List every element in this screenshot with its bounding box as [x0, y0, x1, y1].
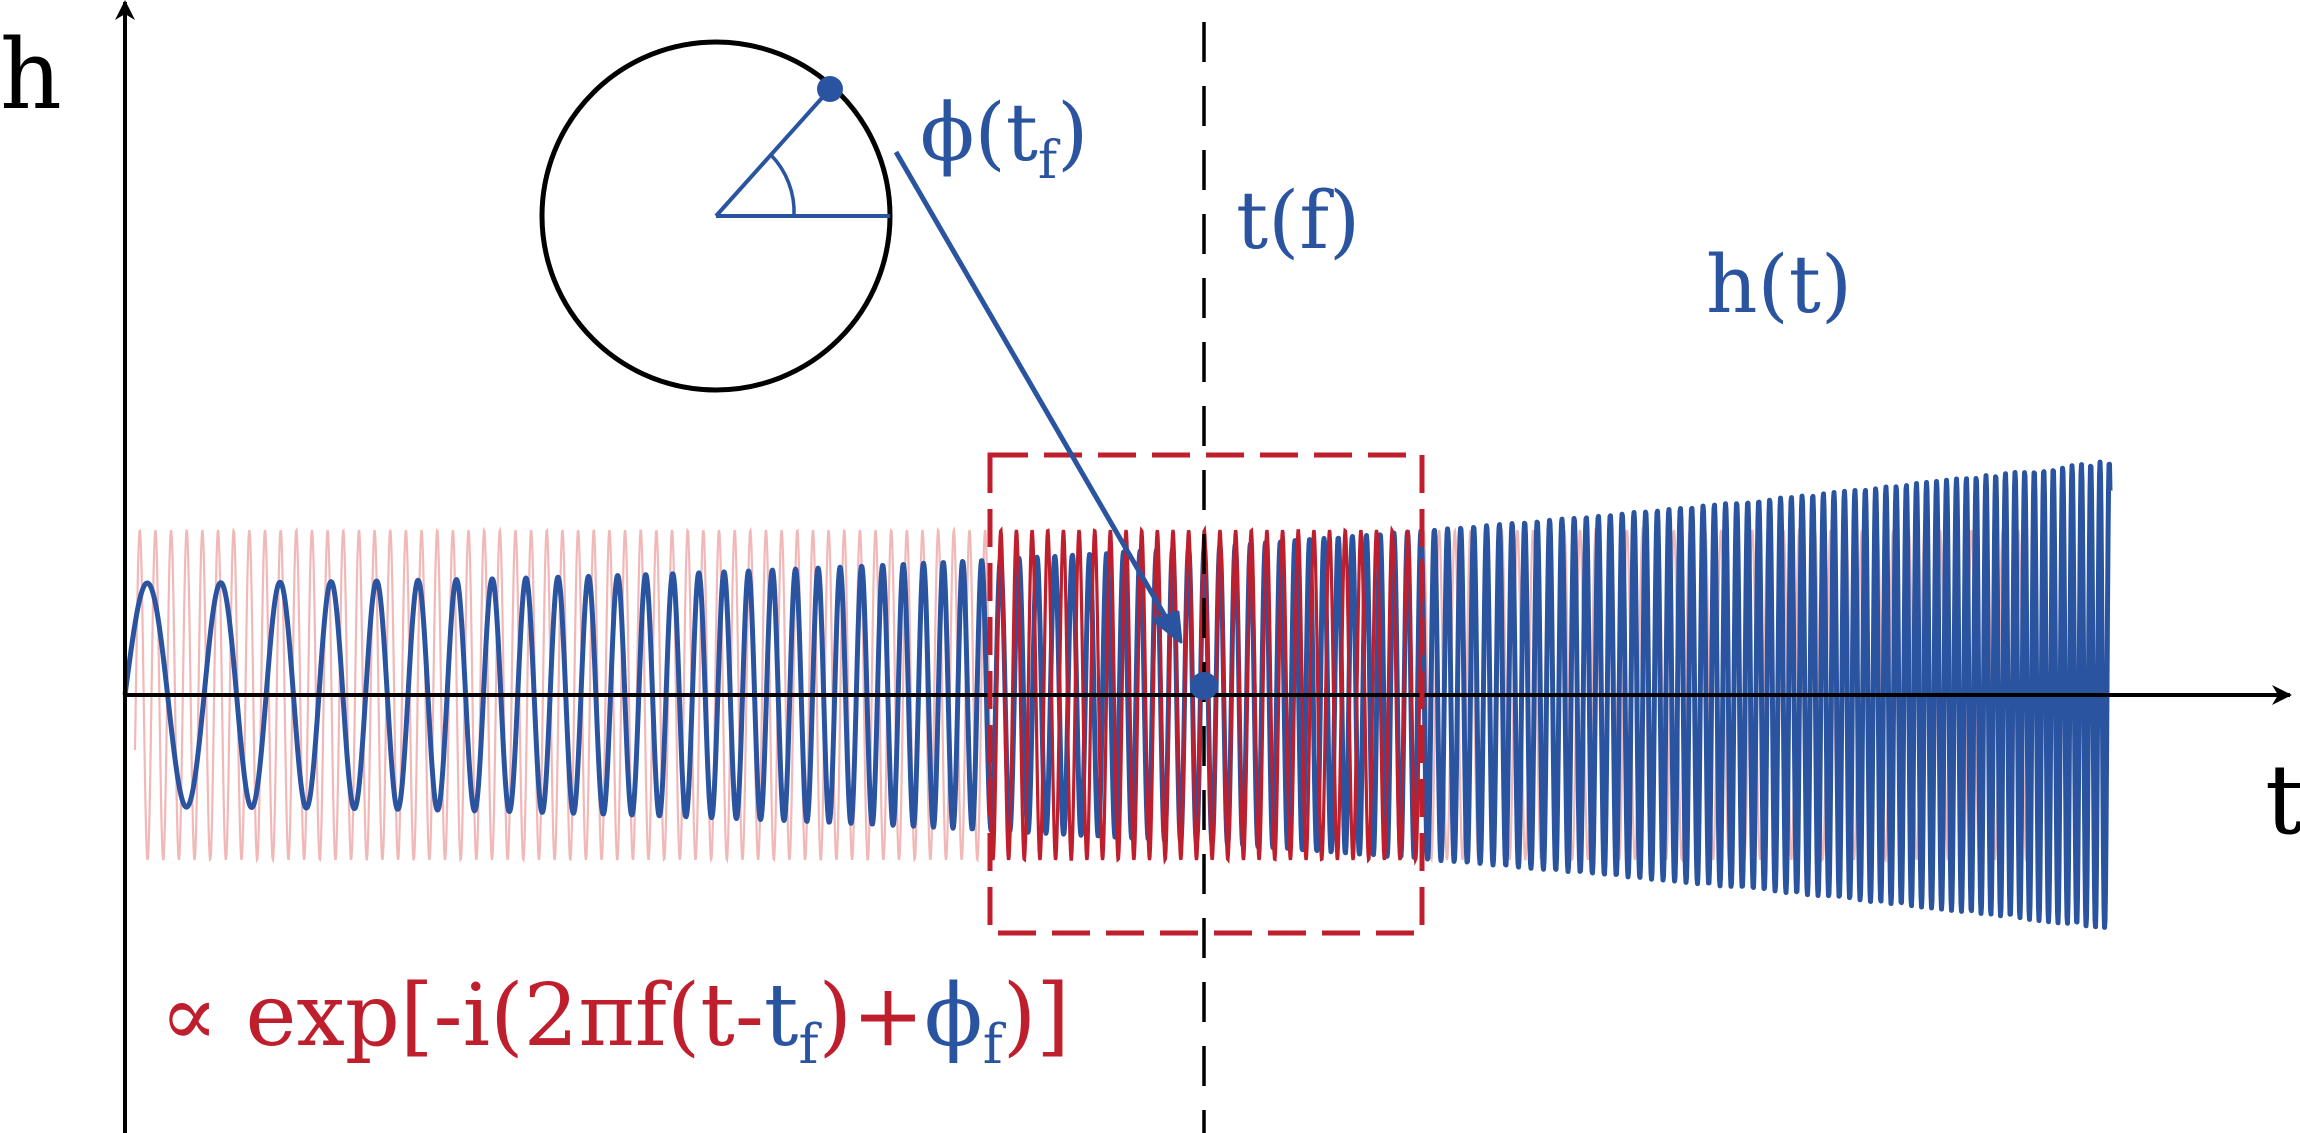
signal-label: h(t) — [1706, 238, 1852, 331]
t-axis-label: t — [2265, 744, 2300, 856]
formula-part3: )] — [1003, 966, 1070, 1066]
h-axis-label: h — [0, 19, 62, 131]
phase-label-main: ϕ(t — [920, 86, 1038, 179]
signal-point-dot — [1190, 672, 1218, 700]
formula-phi-main: ϕ — [924, 966, 983, 1066]
phase-mapping-arrow — [893, 150, 1175, 630]
chirp-signal-curve — [122, 459, 2113, 930]
template-wave-windowed — [988, 524, 1424, 866]
phase-mapping-arrowhead — [1151, 610, 1183, 644]
formula-tf-main: t — [764, 966, 799, 1066]
template-window-box — [987, 452, 1425, 936]
formula-part1: ∝ exp[-i(2πf(t- — [160, 966, 764, 1066]
phase-radius-angled — [714, 87, 832, 218]
phase-angle-arc — [769, 153, 796, 217]
formula-part2: )+ — [818, 966, 924, 1066]
phase-label-close: ) — [1057, 86, 1088, 179]
tf-label: t(f) — [1236, 174, 1360, 267]
phase-label: ϕ(tf) — [920, 86, 1088, 191]
phase-label-sub: f — [1038, 131, 1061, 191]
template-formula: ∝ exp[-i(2πf(t-tf)+ϕf)] — [160, 966, 1070, 1076]
phase-point-dot — [817, 76, 843, 102]
